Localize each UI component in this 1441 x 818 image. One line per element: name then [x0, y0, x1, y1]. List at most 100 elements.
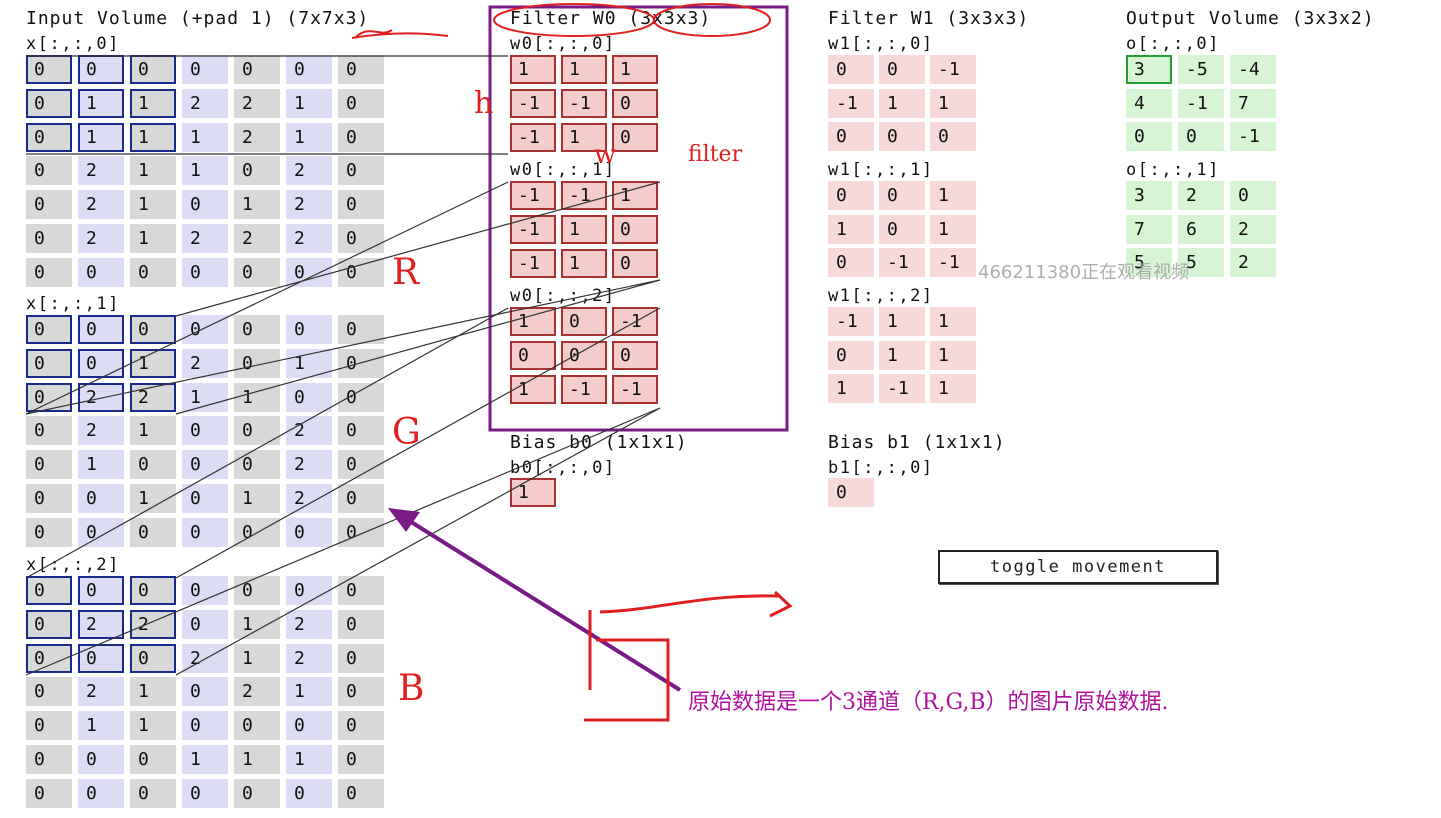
input-slice-0-cell-r5-c0: 0 — [26, 224, 72, 253]
w1-slice-0-cell-r1-c2: 1 — [930, 88, 976, 118]
input-slice-1-cell-r4-c5: 2 — [286, 450, 332, 480]
w1-slice-2-cell-r2-c2: 1 — [930, 374, 976, 403]
input-slice-1-cell-r0-c1: 0 — [78, 315, 124, 344]
input-slice-0-cell-r4-c6: 0 — [338, 190, 384, 220]
input-slice-0-cell-r1-c6: 0 — [338, 88, 384, 118]
input-slice-0-cell-r1-c0: 0 — [26, 88, 72, 118]
input-slice-2-cell-r2-c5: 2 — [286, 643, 332, 673]
input-slice-1-cell-r6-c0: 0 — [26, 517, 72, 547]
input-slice-1-cell-r3-c2: 1 — [130, 416, 176, 446]
input-slice-2-cell-r1-c3: 0 — [182, 609, 228, 639]
input-slice-2-cell-r3-c6: 0 — [338, 677, 384, 707]
input-slice-0-cell-r3-c4: 0 — [234, 156, 280, 186]
w1-slice-1-cell-r2-c0: 0 — [828, 248, 874, 277]
w1-slice-2-cell-r0-c2: 1 — [930, 307, 976, 336]
input-slice-0-cell-r4-c4: 1 — [234, 190, 280, 220]
w0-slice-0-cell-r1-c0: -1 — [510, 89, 556, 118]
input-slice-0-cell-r2-c6: 0 — [338, 122, 384, 152]
input-slice-2-cell-r3-c1: 2 — [78, 677, 124, 707]
input-slice-2-cell-r3-c4: 2 — [234, 677, 280, 707]
input-slice-0-cell-r6-c5: 0 — [286, 257, 332, 287]
output-slice-1-cell-r2-c2: 2 — [1230, 248, 1276, 277]
input-slice-1-cell-r4-c3: 0 — [182, 450, 228, 480]
input-slice-0-cell-r4-c5: 2 — [286, 190, 332, 220]
input-slice-2-cell-r4-c5: 0 — [286, 711, 332, 741]
input-slice-0-cell-r2-c0: 0 — [26, 122, 72, 152]
w0-slice-1-label: w0[:,:,1] — [510, 160, 616, 180]
w0-slice-0-cell-r1-c1: -1 — [561, 89, 607, 118]
w0-slice-1-cell-r2-c0: -1 — [510, 249, 556, 278]
w0-slice-0-cell-r0-c0: 1 — [510, 55, 556, 84]
bias-b1-title: Bias b1 (1x1x1) — [828, 432, 1006, 453]
input-slice-2-cell-r3-c3: 0 — [182, 677, 228, 707]
w-annotation: w — [594, 140, 617, 170]
input-slice-1-cell-r1-c4: 0 — [234, 348, 280, 378]
input-slice-0-cell-r2-c4: 2 — [234, 122, 280, 152]
input-slice-0-cell-r5-c3: 2 — [182, 224, 228, 253]
input-slice-1-cell-r5-c5: 2 — [286, 484, 332, 513]
toggle-movement-button[interactable]: toggle movement — [938, 550, 1218, 584]
output-slice-1-cell-r0-c2: 0 — [1230, 181, 1276, 210]
input-slice-0-cell-r4-c1: 2 — [78, 190, 124, 220]
input-slice-2-cell-r1-c0: 0 — [26, 609, 72, 639]
input-slice-1-cell-r2-c0: 0 — [26, 382, 72, 412]
w0-slice-0-cell-r0-c1: 1 — [561, 55, 607, 84]
filter-annotation: filter — [688, 142, 743, 167]
w0-slice-2-cell-r2-c0: 1 — [510, 375, 556, 404]
input-slice-2-cell-r3-c0: 0 — [26, 677, 72, 707]
filter-outline-box — [488, 5, 789, 432]
w0-slice-1-cell-r2-c1: 1 — [561, 249, 607, 278]
w1-slice-1-cell-r2-c2: -1 — [930, 248, 976, 277]
w0-slice-2-cell-r2-c1: -1 — [561, 375, 607, 404]
w1-slice-2-cell-r2-c0: 1 — [828, 374, 874, 403]
w1-slice-1-cell-r2-c1: -1 — [879, 248, 925, 277]
input-slice-1-cell-r3-c0: 0 — [26, 416, 72, 446]
w1-slice-0-cell-r0-c2: -1 — [930, 55, 976, 84]
input-slice-2-cell-r6-c6: 0 — [338, 778, 384, 808]
w0-slice-0-cell-r2-c0: -1 — [510, 123, 556, 152]
input-slice-2-cell-r1-c6: 0 — [338, 609, 384, 639]
input-slice-2-cell-r5-c4: 1 — [234, 745, 280, 774]
bias-b1-value: 0 — [828, 478, 874, 507]
output-slice-0-cell-r1-c1: -1 — [1178, 88, 1224, 118]
input-slice-1-cell-r5-c6: 0 — [338, 484, 384, 513]
input-slice-0-cell-r1-c2: 1 — [130, 88, 176, 118]
input-slice-2-cell-r4-c3: 0 — [182, 711, 228, 741]
w0-slice-1-cell-r0-c2: 1 — [612, 181, 658, 210]
input-slice-2-cell-r6-c5: 0 — [286, 778, 332, 808]
input-slice-0-label: x[:,:,0] — [26, 34, 120, 54]
input-slice-1-cell-r1-c0: 0 — [26, 348, 72, 378]
input-slice-2-cell-r4-c6: 0 — [338, 711, 384, 741]
input-slice-2-cell-r1-c4: 1 — [234, 609, 280, 639]
input-slice-0-cell-r4-c0: 0 — [26, 190, 72, 220]
w0-slice-0-cell-r1-c2: 0 — [612, 89, 658, 118]
connection-lines — [25, 55, 661, 676]
w0-slice-1-cell-r0-c1: -1 — [561, 181, 607, 210]
filter-title-circle — [493, 3, 655, 37]
input-slice-2-cell-r6-c4: 0 — [234, 778, 280, 808]
w0-slice-0-label: w0[:,:,0] — [510, 34, 616, 54]
input-slice-0-cell-r0-c5: 0 — [286, 55, 332, 84]
w1-slice-2-label: w1[:,:,2] — [828, 286, 934, 306]
input-slice-0-cell-r3-c2: 1 — [130, 156, 176, 186]
input-slice-0-cell-r3-c1: 2 — [78, 156, 124, 186]
input-slice-2-label: x[:,:,2] — [26, 555, 120, 575]
note-arrow-head — [388, 508, 420, 532]
input-slice-0-cell-r1-c4: 2 — [234, 88, 280, 118]
input-slice-2-cell-r5-c1: 0 — [78, 745, 124, 774]
input-slice-1-cell-r2-c1: 2 — [78, 382, 124, 412]
output-slice-0-cell-r2-c1: 0 — [1178, 122, 1224, 151]
input-slice-2-cell-r1-c5: 2 — [286, 609, 332, 639]
input-slice-0-cell-r0-c4: 0 — [234, 55, 280, 84]
input-slice-0-cell-r1-c1: 1 — [78, 88, 124, 118]
w0-slice-0-cell-r2-c2: 0 — [612, 123, 658, 152]
input-slice-2-cell-r6-c2: 0 — [130, 778, 176, 808]
w1-slice-2-cell-r0-c0: -1 — [828, 307, 874, 336]
input-slice-0-cell-r6-c0: 0 — [26, 257, 72, 287]
w0-slice-2-cell-r1-c2: 0 — [612, 341, 658, 370]
input-slice-2-cell-r3-c2: 1 — [130, 677, 176, 707]
input-slice-0-cell-r4-c2: 1 — [130, 190, 176, 220]
input-slice-1-cell-r0-c6: 0 — [338, 315, 384, 344]
output-slice-1-cell-r1-c1: 6 — [1178, 214, 1224, 244]
